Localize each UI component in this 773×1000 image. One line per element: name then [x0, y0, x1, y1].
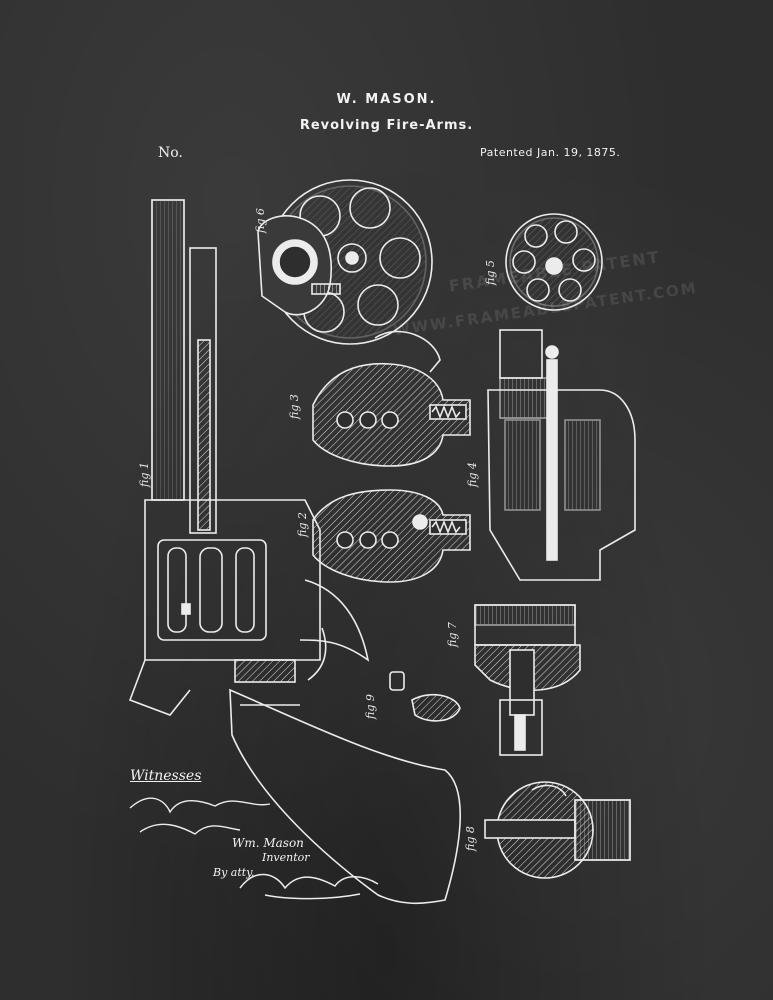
cylinder-flute-1 [167, 547, 187, 633]
grip [229, 688, 461, 905]
figure-4-section [487, 329, 636, 581]
figure-6-cylinder-end [257, 179, 433, 345]
ejector-housing [189, 247, 217, 534]
fig-6-label: fig 6 [253, 208, 267, 233]
hammer-spring [234, 659, 296, 683]
hammer [128, 659, 191, 716]
fig-4-label: fig 4 [465, 462, 479, 487]
ejector-rod [197, 339, 211, 531]
frame [144, 499, 321, 661]
inventor-role: Inventor [262, 851, 310, 864]
figure-2-section [312, 489, 471, 583]
fig-2-label: fig 2 [295, 512, 309, 537]
fig-1-label: fig 1 [137, 462, 151, 487]
figure-8-section [484, 781, 631, 879]
cylinder-flute-2 [199, 547, 223, 633]
patent-date: Patented Jan. 19, 1875. [480, 146, 621, 159]
by-attorney-label: By atty. [213, 866, 255, 879]
barrel-shading [151, 199, 185, 501]
cylinder-flute-3 [235, 547, 255, 633]
cylinder [157, 539, 267, 641]
patent-title: Revolving Fire-Arms. [299, 118, 474, 133]
fig-3-label: fig 3 [287, 394, 301, 419]
inventor-heading: W. MASON. [336, 92, 437, 107]
fig-7-label: fig 7 [445, 622, 459, 647]
attorney-signature-flourish [239, 873, 379, 900]
witness-signature-flourishes [129, 797, 271, 835]
figure-5-small-cylinder [505, 213, 603, 311]
trigger [307, 627, 327, 681]
fig-9-label: fig 9 [363, 694, 377, 719]
fig-8-label: fig 8 [463, 826, 477, 851]
patent-number-label: No. [158, 145, 183, 161]
inventor-signature-name: Wm. Mason [232, 836, 304, 850]
fig-5-label: fig 5 [483, 260, 497, 285]
figure-9-part [389, 671, 461, 722]
figure-3-section [312, 330, 471, 467]
witnesses-label: Witnesses [130, 768, 202, 784]
cylinder-stop [181, 603, 191, 615]
trigger-guard [299, 579, 370, 662]
figure-1-revolver [128, 199, 461, 905]
figure-7-section [474, 604, 581, 756]
